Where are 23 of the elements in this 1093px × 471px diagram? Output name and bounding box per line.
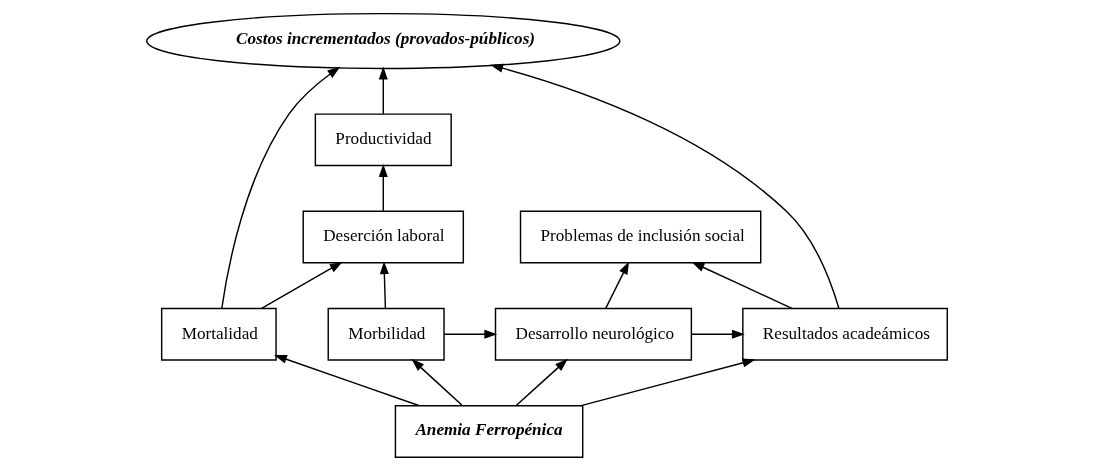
arrow (260, 261, 343, 309)
arrow (691, 262, 793, 309)
node-box: Morbilidad (327, 307, 445, 361)
arrow (604, 261, 629, 309)
arrow (379, 261, 389, 309)
arrow (580, 358, 755, 407)
arrow (443, 329, 497, 339)
node-box: Desarrollo neurológico (494, 307, 692, 361)
arrow (220, 66, 340, 310)
arrow (410, 358, 463, 406)
node-box: Problemas de inclusión social (519, 210, 761, 264)
node-box: Deserción laboral (302, 210, 464, 264)
node-ellipse: Costos incrementados (provados-públicos) (145, 12, 620, 70)
arrow (515, 358, 568, 406)
node-box: Mortalidad (160, 307, 277, 361)
node-box: Anemia Ferropénica (394, 405, 583, 458)
arrow (690, 329, 745, 339)
arrow (273, 354, 419, 407)
node-box: Resultados acadeámicos (741, 307, 948, 361)
arrow (378, 66, 388, 115)
arrow (489, 63, 840, 309)
arrow (378, 164, 388, 212)
node-box: Productividad (314, 113, 452, 167)
